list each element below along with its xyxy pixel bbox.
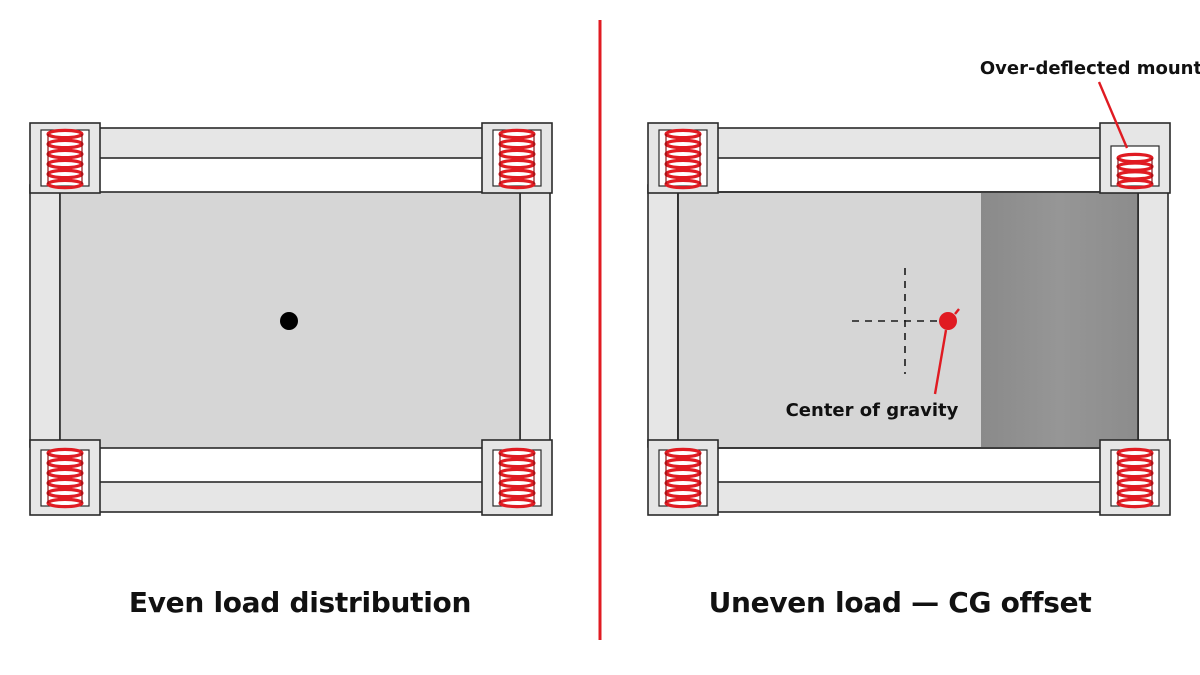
coil-spring-icon (664, 128, 702, 190)
crosshair-icon (852, 268, 948, 374)
left-panel (29, 122, 553, 516)
coil-spring-icon (46, 447, 84, 509)
coil-spring-icon (664, 447, 702, 509)
right-panel: Center of gravity Over-deflected mount (647, 58, 1200, 516)
right-load-block-outline (677, 191, 1139, 449)
right-frame-bottom-rail (713, 481, 1105, 513)
coil-spring-icon (498, 128, 536, 190)
mount-label: Over-deflected mount (980, 58, 1200, 79)
coil-spring-icon (498, 447, 536, 509)
left-frame-bottom-rail (95, 481, 487, 513)
coil-spring-icon (1116, 152, 1154, 190)
left-caption: Even load distribution (128, 586, 472, 619)
right-caption: Uneven load — CG offset (708, 586, 1092, 619)
left-frame-top-rail (95, 127, 487, 159)
cg-label: Center of gravity (786, 400, 959, 421)
right-center-of-gravity-dot (939, 312, 957, 330)
left-frame-left-rail (29, 184, 61, 448)
right-heavy-zone (981, 192, 1138, 448)
right-frame-top-rail (713, 127, 1105, 159)
right-frame-left-rail (647, 184, 679, 448)
coil-spring-icon (1116, 447, 1154, 509)
right-frame-right-rail (1137, 184, 1169, 448)
cg-leader-line (954, 308, 960, 315)
coil-spring-icon (46, 128, 84, 190)
left-center-of-gravity-dot (280, 312, 298, 330)
cg-label-leader (933, 329, 948, 395)
mount-label-leader (1097, 81, 1129, 149)
left-frame-right-rail (519, 184, 551, 448)
